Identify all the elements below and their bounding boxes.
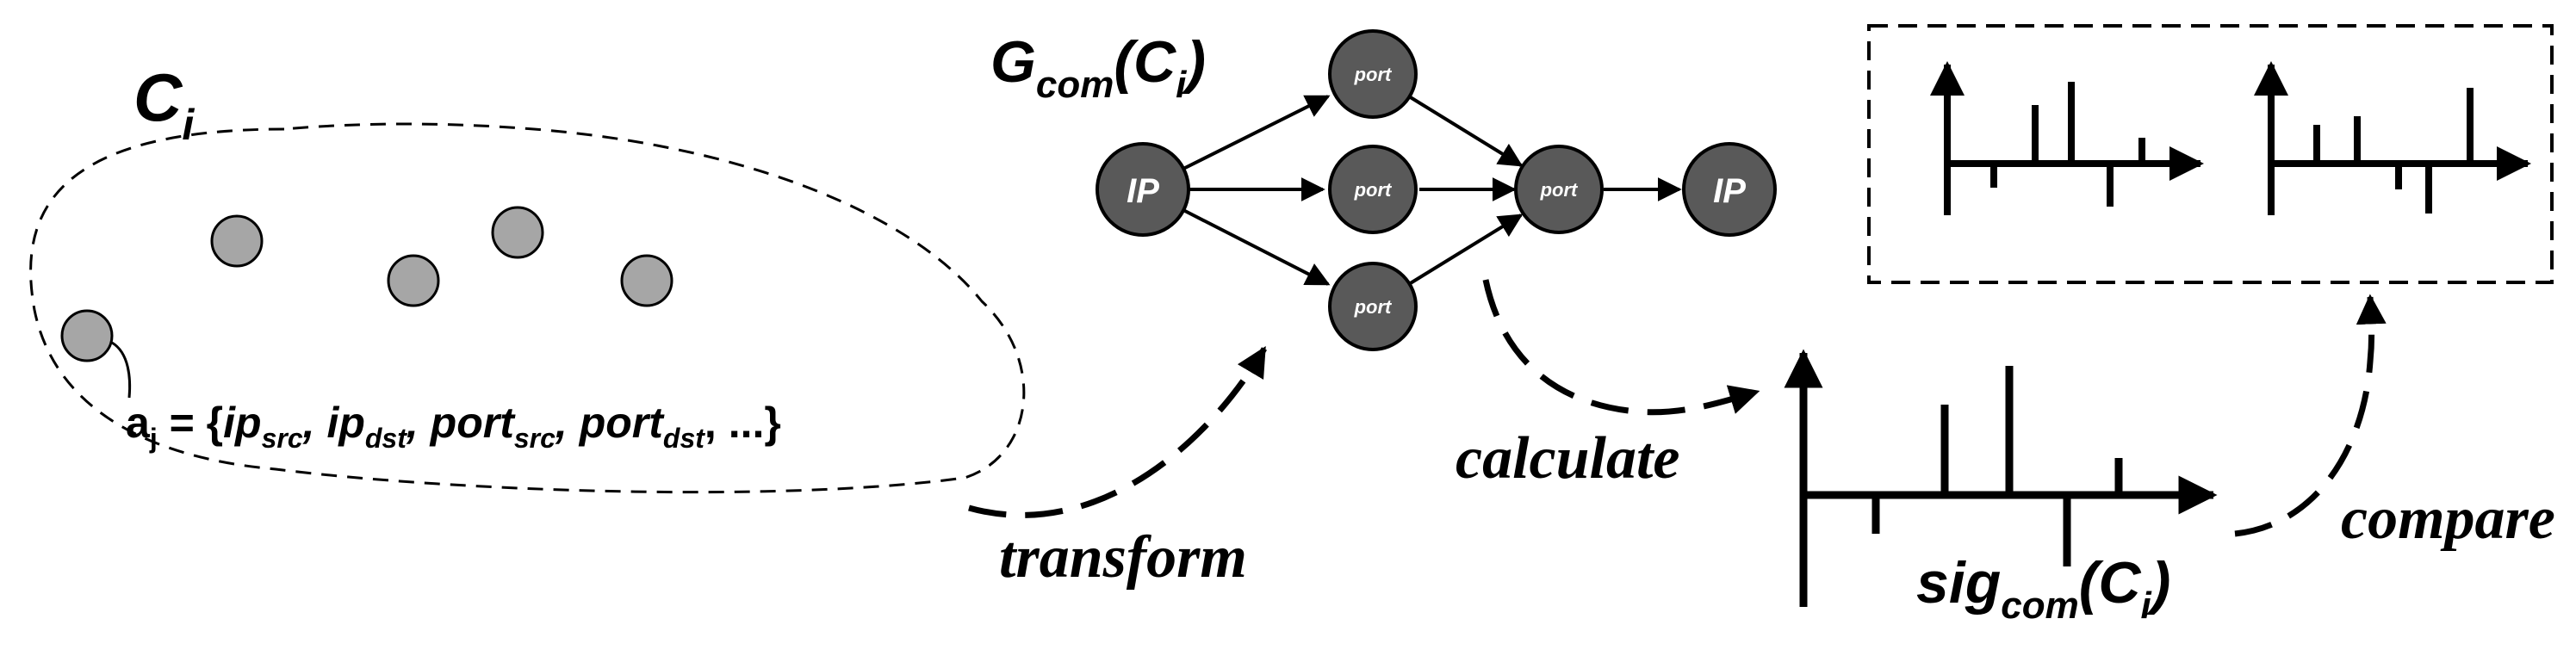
node-ip-src: IP: [1096, 142, 1190, 237]
svg-text:port: port: [1540, 179, 1579, 201]
signature-label: sigcom(Ci): [1916, 550, 2170, 627]
node-port-right: port: [1514, 145, 1604, 234]
reference-signature-1: [1930, 61, 2204, 215]
svg-text:port: port: [1354, 64, 1393, 85]
node-port-bottom: port: [1328, 262, 1418, 351]
flow-dot: [620, 254, 673, 307]
compare-label: compare: [2341, 486, 2555, 552]
calculate-arrow: [1482, 279, 1760, 416]
flow-dot: [387, 254, 440, 307]
compare-arrow: [2234, 294, 2387, 537]
signature-chart: [1784, 349, 2218, 607]
calculate-label: calculate: [1456, 425, 1679, 492]
svg-text:IP: IP: [1713, 172, 1746, 210]
graph-edges: [1179, 95, 1682, 286]
graph-title: Gcom(Ci): [990, 29, 1206, 106]
cluster-label: Ci: [133, 59, 195, 149]
attribute-connector: [111, 341, 132, 399]
transform-arrow: [968, 345, 1268, 518]
transform-label: transform: [999, 524, 1247, 591]
attribute-tuple: aj = {ipsrc, ipdst, portsrc, portdst, ..…: [126, 399, 781, 454]
edge-ip-port-top: [1179, 95, 1331, 172]
svg-text:IP: IP: [1127, 172, 1159, 210]
flow-dot: [210, 214, 264, 268]
flow-dot: [491, 206, 544, 259]
cluster-boundary: [29, 122, 1026, 494]
node-ip-dst: IP: [1682, 142, 1777, 237]
svg-text:port: port: [1354, 296, 1393, 318]
svg-text:port: port: [1354, 179, 1393, 201]
comparison-box: [1867, 24, 2554, 284]
node-port-mid: port: [1328, 145, 1418, 234]
edge-porttop-portright: [1407, 95, 1524, 167]
edge-portbot-portright: [1407, 214, 1524, 286]
reference-signature-2: [2254, 61, 2531, 215]
flow-dot: [60, 309, 114, 362]
node-port-top: port: [1328, 29, 1418, 119]
edge-ip-port-bottom: [1179, 207, 1331, 286]
